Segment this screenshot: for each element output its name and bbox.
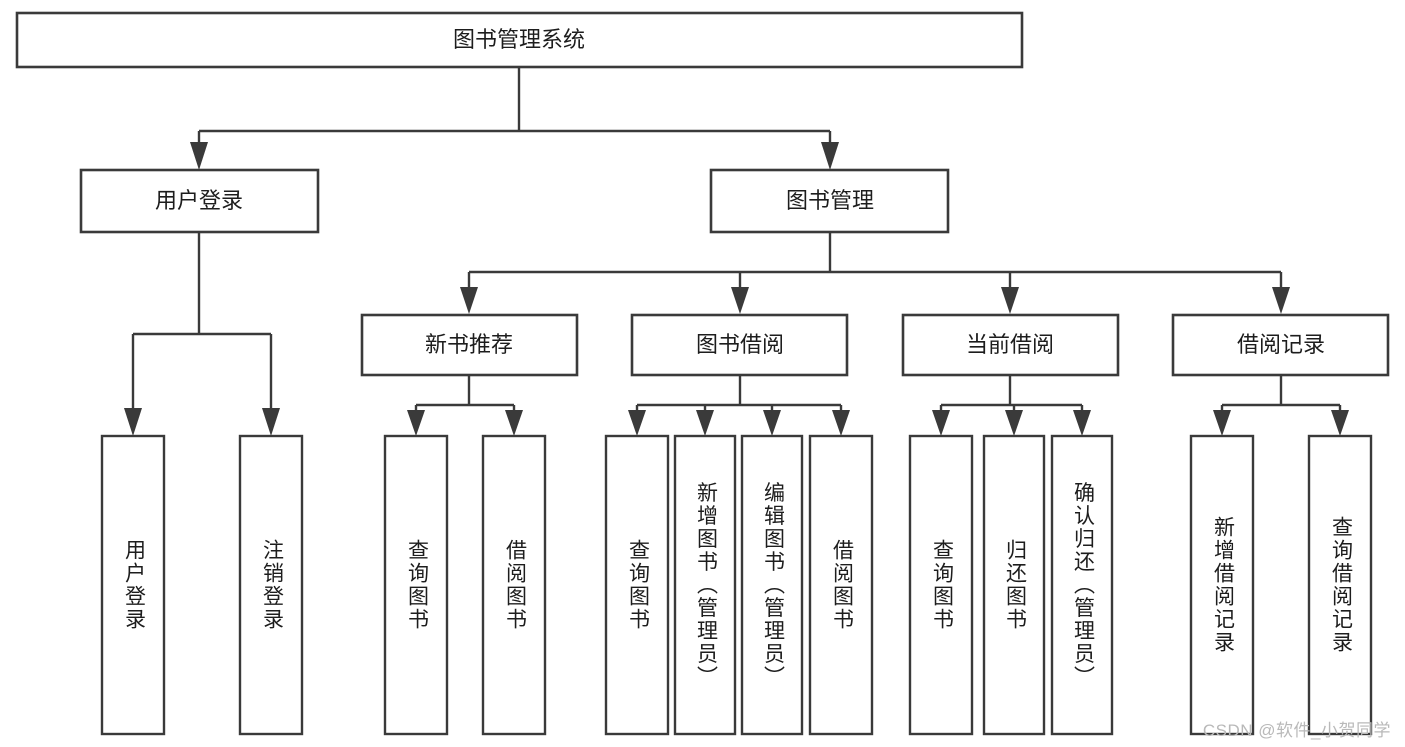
node-user-login[interactable]: 用户登录 [79,168,320,234]
arrow-head-book-manage [821,142,839,170]
node-leaf-edit-book-box[interactable] [740,434,804,736]
arrow-head-leaf-borrow-book-b [832,410,850,436]
arrow-head-leaf-return-book [1005,410,1023,436]
node-leaf-return-book[interactable]: 归还图书 [982,434,1046,736]
node-leaf-user-login-label: 用户登录 [122,539,146,631]
node-leaf-confirm-return-box[interactable] [1050,434,1114,736]
node-leaf-borrow-book-a-label: 借阅图书 [503,539,527,631]
node-current-borrow-label: 当前借阅 [966,332,1054,357]
node-leaf-query-record-label: 查询借阅记录 [1329,516,1353,654]
node-leaf-confirm-return[interactable]: 确认归还（管理员） [1050,434,1114,736]
node-root-label: 图书管理系统 [453,27,585,52]
arrow-head-leaf-query-book-b [628,410,646,436]
arrow-head-leaf-query-book-c [932,410,950,436]
node-leaf-add-book-box[interactable] [673,434,737,736]
node-user-login-label: 用户登录 [155,188,243,213]
node-leaf-user-login[interactable]: 用户登录 [100,434,166,736]
arrow-head-leaf-user-login [124,408,142,436]
arrow-head-leaf-confirm-return [1073,410,1091,436]
node-leaf-query-book-b-box[interactable] [604,434,670,736]
arrow-head-user-login [190,142,208,170]
arrow-head-leaf-borrow-book-a [505,410,523,436]
node-leaf-add-record-label: 新增借阅记录 [1211,516,1235,654]
arrow-head-leaf-add-book [696,410,714,436]
node-leaf-logout[interactable]: 注销登录 [238,434,304,736]
node-leaf-borrow-book-a[interactable]: 借阅图书 [481,434,547,736]
node-leaf-edit-book[interactable]: 编辑图书（管理员） [740,434,804,736]
node-leaf-query-book-c-label: 查询图书 [930,539,954,631]
csdn-watermark: CSDN @软件_小贺同学 [1202,721,1391,740]
node-leaf-add-record-box[interactable] [1189,434,1255,736]
node-leaf-borrow-book-b-label: 借阅图书 [830,539,854,631]
node-root[interactable]: 图书管理系统 [15,11,1024,69]
node-leaf-add-book[interactable]: 新增图书（管理员） [673,434,737,736]
arrow-head-leaf-edit-book [763,410,781,436]
node-new-book-rec-box[interactable] [360,313,579,377]
node-leaf-query-book-c-box[interactable] [908,434,974,736]
node-leaf-user-login-box[interactable] [100,434,166,736]
arrow-head-leaf-query-record [1331,410,1349,436]
arrow-head-new-book-rec [460,287,478,314]
node-leaf-query-book-a-label: 查询图书 [405,539,429,631]
arrow-head-book-borrow [731,287,749,314]
node-leaf-add-book-label: 新增图书（管理员） [694,482,718,689]
arrow-head-leaf-add-record [1213,410,1231,436]
arrow-head-current-borrow [1001,287,1019,314]
node-leaf-return-book-label: 归还图书 [1003,539,1027,631]
node-leaf-confirm-return-label: 确认归还（管理员） [1071,482,1095,689]
node-leaf-query-book-b-label: 查询图书 [626,539,650,631]
node-new-book-rec[interactable]: 新书推荐 [360,313,579,377]
node-leaf-query-book-a[interactable]: 查询图书 [383,434,449,736]
node-leaf-edit-book-label: 编辑图书（管理员） [761,482,785,689]
node-book-manage-box[interactable] [709,168,950,234]
node-book-borrow[interactable]: 图书借阅 [630,313,849,377]
node-book-manage[interactable]: 图书管理 [709,168,950,234]
node-borrow-record-label: 借阅记录 [1237,332,1325,357]
node-current-borrow[interactable]: 当前借阅 [901,313,1120,377]
node-borrow-record[interactable]: 借阅记录 [1171,313,1390,377]
node-book-manage-label: 图书管理 [786,188,874,213]
node-user-login-box[interactable] [79,168,320,234]
node-leaf-borrow-book-a-box[interactable] [481,434,547,736]
node-leaf-borrow-book-b[interactable]: 借阅图书 [808,434,874,736]
node-leaf-logout-box[interactable] [238,434,304,736]
arrow-head-borrow-record [1272,287,1290,314]
node-book-borrow-label: 图书借阅 [696,332,784,357]
node-leaf-query-record[interactable]: 查询借阅记录 [1307,434,1373,736]
node-borrow-record-box[interactable] [1171,313,1390,377]
node-leaf-borrow-book-b-box[interactable] [808,434,874,736]
node-leaf-add-record[interactable]: 新增借阅记录 [1189,434,1255,736]
node-leaf-query-book-a-box[interactable] [383,434,449,736]
arrow-head-leaf-query-book-a [407,410,425,436]
node-leaf-query-record-box[interactable] [1307,434,1373,736]
node-leaf-query-book-b[interactable]: 查询图书 [604,434,670,736]
arrow-head-leaf-logout [262,408,280,436]
node-current-borrow-box[interactable] [901,313,1120,377]
node-book-borrow-box[interactable] [630,313,849,377]
node-leaf-return-book-box[interactable] [982,434,1046,736]
node-leaf-logout-label: 注销登录 [260,539,284,631]
node-root-box[interactable] [15,11,1024,69]
node-leaf-query-book-c[interactable]: 查询图书 [908,434,974,736]
node-new-book-rec-label: 新书推荐 [425,332,513,357]
connector-layer [124,67,1349,436]
